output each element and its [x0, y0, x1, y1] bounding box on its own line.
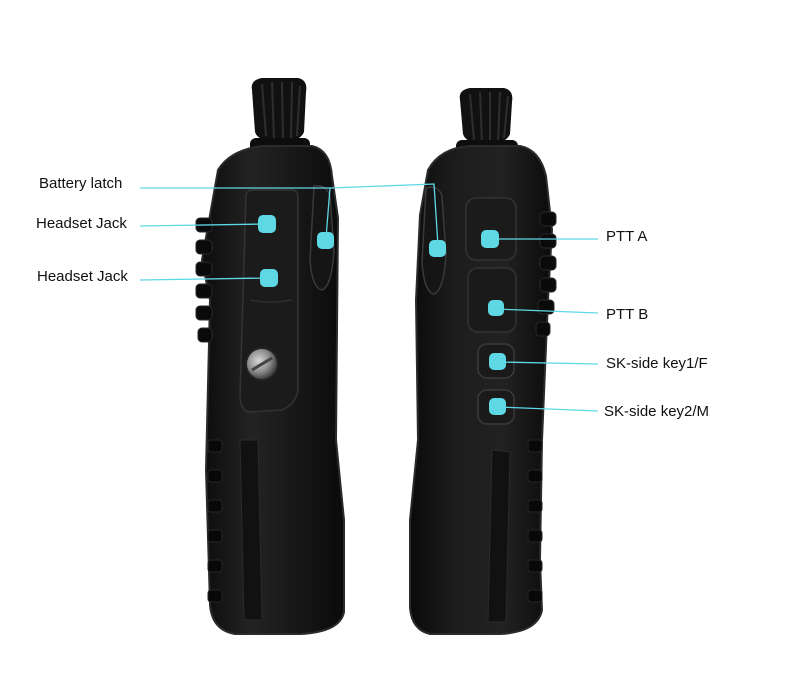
- label-sk-side-key2: SK-side key2/M: [604, 403, 710, 420]
- leader-battery-latch-right: [329, 183, 439, 247]
- square-marker-icon: [489, 353, 506, 370]
- square-marker-icon: [260, 269, 278, 287]
- antenna-knob-icon: [250, 78, 310, 156]
- leader-ptt-b: [495, 308, 599, 314]
- square-marker-icon: [488, 300, 504, 316]
- square-marker-icon: [258, 215, 276, 233]
- right-grip-ridges: [535, 211, 557, 337]
- label-sk-side-key1: SK-side key1/F: [606, 355, 708, 372]
- label-headset-jack-bottom: Headset Jack: [37, 268, 128, 285]
- leader-lines: [139, 183, 599, 412]
- leader-sk-key1: [497, 361, 599, 365]
- leader-sk-key2: [497, 406, 599, 412]
- right-bottom-ridges: [527, 439, 543, 603]
- leader-headset-jack-top: [139, 223, 267, 227]
- ptt-b-housing: [467, 267, 517, 333]
- label-battery-latch: Battery latch: [39, 175, 123, 192]
- square-marker-icon: [429, 240, 446, 257]
- right-radio: [409, 88, 557, 635]
- label-headset-jack-top: Headset Jack: [36, 215, 127, 232]
- markers: [258, 215, 506, 415]
- left-bottom-ridges: [207, 439, 223, 603]
- label-ptt-b: PTT B: [606, 306, 649, 323]
- screw-icon: [245, 347, 279, 381]
- label-ptt-a: PTT A: [606, 228, 648, 245]
- square-marker-icon: [481, 230, 499, 248]
- square-marker-icon: [317, 232, 334, 249]
- square-marker-icon: [489, 398, 506, 415]
- leader-headset-jack-bottom: [139, 277, 269, 281]
- left-radio: [195, 78, 345, 635]
- ptt-a-housing: [465, 197, 517, 261]
